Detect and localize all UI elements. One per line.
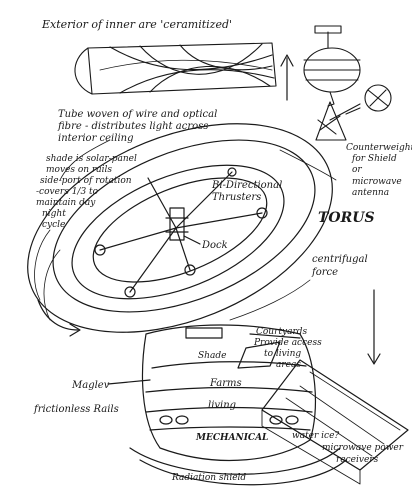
label-thrusters: Thrusters <box>212 192 261 203</box>
label-tube-2: fibre - distributes light across <box>57 121 208 132</box>
label-shade-1: shade is solar-panel <box>46 154 137 164</box>
label-mechanical: MECHANICAL <box>195 433 268 443</box>
label-courtyards-4: areas <box>276 360 301 370</box>
label-water-ice: water ice? <box>292 431 339 441</box>
label-dock: Dock <box>201 240 228 251</box>
label-counterweight-2: for Shield <box>351 154 397 164</box>
label-tube-1: Tube woven of wire and optical <box>58 109 217 120</box>
label-exterior: Exterior of inner are 'ceramitized' <box>41 18 232 31</box>
label-shade-2: moves on rails <box>46 165 112 175</box>
centrifugal-arrow <box>367 289 381 365</box>
woven-tube-drawing <box>74 42 277 95</box>
label-bi-directional: Bi-Directional <box>211 180 282 191</box>
label-counterweight-5: antenna <box>352 188 389 198</box>
label-maglev-2: frictionless Rails <box>33 404 119 415</box>
label-shade-3: side-port of rotation <box>40 176 132 186</box>
label-shade-7: cycle <box>42 220 65 230</box>
label-farms: Farms <box>209 378 242 389</box>
label-microwave-power-1: microwave power <box>322 443 404 453</box>
label-centrifugal-1: centrifugal <box>312 254 368 265</box>
label-counterweight-4: microwave <box>352 177 402 187</box>
up-arrow <box>280 54 294 101</box>
label-living: living <box>208 400 236 411</box>
label-shade-small: Shade <box>198 351 226 361</box>
label-tube-3: interior ceiling <box>58 133 134 144</box>
torus-drawing <box>27 123 337 337</box>
cross-section-drawing <box>107 324 409 486</box>
label-microwave-power-2: receivers <box>336 455 379 465</box>
label-shade-4: -covers 1/3 to <box>36 187 99 197</box>
label-torus: TORUS <box>318 210 375 226</box>
label-courtyards-1: Courtyards <box>256 327 308 337</box>
label-maglev-1: Maglev <box>71 380 110 391</box>
rotating-drum-drawing <box>303 25 361 107</box>
label-counterweight-3: or <box>352 165 362 175</box>
label-shade-5: maintain day <box>36 198 96 208</box>
label-centrifugal-2: force <box>311 267 338 278</box>
label-shade-6: night <box>42 209 66 219</box>
label-courtyards-3: to living <box>264 349 301 359</box>
label-radiation-shield: Radiation shield <box>171 473 246 483</box>
label-counterweight-1: Counterweight <box>346 143 412 153</box>
antenna-counterweight-drawing <box>315 84 392 141</box>
label-courtyards-2: Provide access <box>253 338 322 348</box>
